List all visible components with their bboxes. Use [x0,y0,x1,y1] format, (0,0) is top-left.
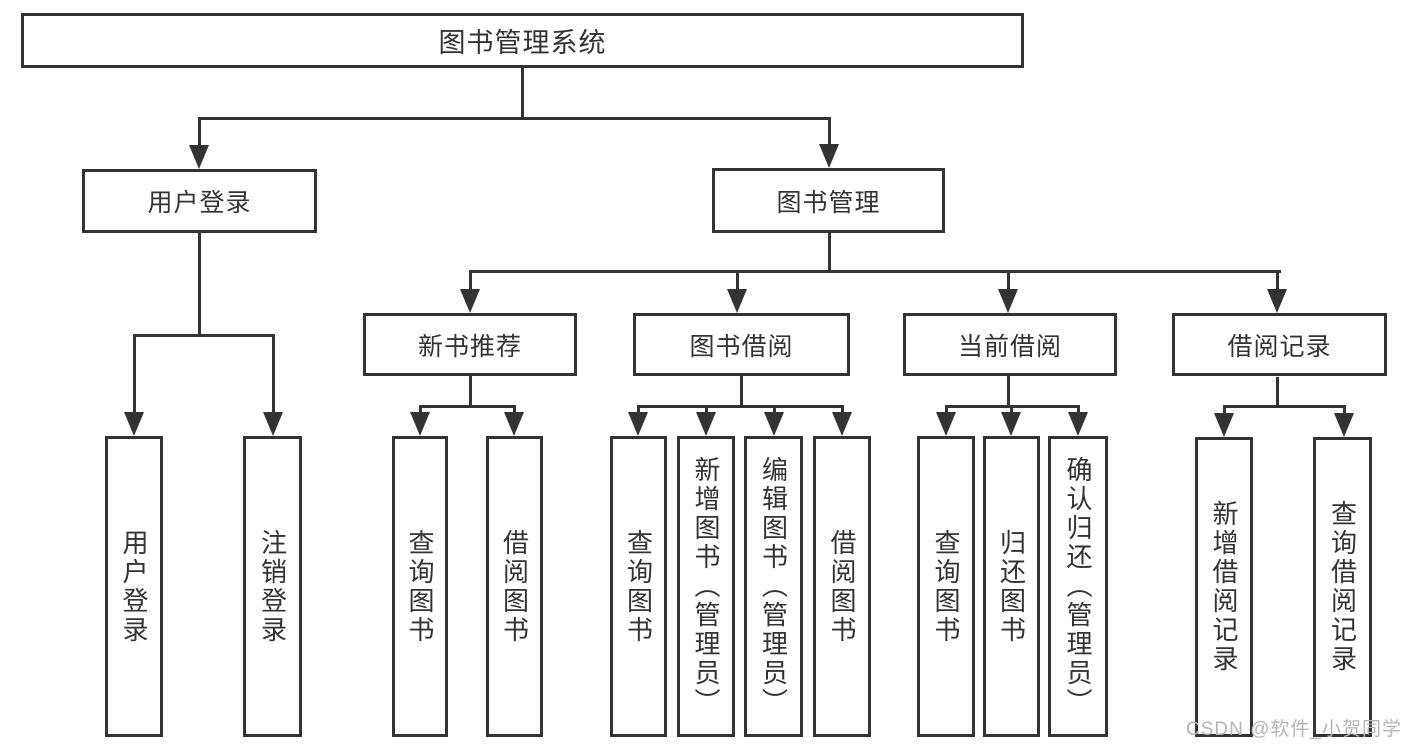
node-leaf-return-books: 归还图书 [983,436,1040,737]
arrow-stem [1222,407,1226,415]
arrow-down-icon [1214,413,1234,437]
node-leaf-borrow-books-2: 借阅图书 [813,436,871,737]
arrow-down-icon [263,412,283,436]
node-leaf-query-borrow-record: 查询借阅记录 [1313,437,1372,737]
arrow-down-icon [819,144,839,168]
node-new-book-recommend: 新书推荐 [363,313,577,376]
node-leaf-edit-books-admin: 编辑图书（管理员） [744,436,803,737]
node-current-borrowing: 当前借阅 [903,313,1117,376]
arrow-down-icon [410,412,430,436]
arrow-down-icon [696,412,716,436]
arrow-stem [772,407,776,414]
node-leaf-confirm-return: 确认归还（管理员） [1048,436,1108,737]
arrow-down-icon [1267,289,1287,313]
arrow-down-icon [189,145,209,169]
arrow-stem [840,407,844,414]
node-leaf-user-login: 用户登录 [105,436,163,737]
arrow-down-icon [460,289,480,313]
connector-line [739,376,743,407]
node-leaf-borrow-books-1: 借阅图书 [486,436,543,737]
connector-line [1275,377,1279,407]
arrow-down-icon [832,412,852,436]
arrow-down-icon [1068,412,1088,436]
connector-line [418,405,516,408]
arrow-down-icon [628,412,648,436]
node-leaf-add-books-admin: 新增图书（管理员） [677,436,735,737]
arrow-down-icon [936,412,956,436]
arrow-stem [1076,407,1080,414]
arrow-stem [1342,407,1346,415]
arrow-down-icon [1001,412,1021,436]
arrow-stem [512,407,516,414]
connector-line [197,117,831,120]
connector-line [944,405,1080,408]
node-borrowing-records: 借阅记录 [1172,313,1387,376]
node-leaf-query-books-3: 查询图书 [917,436,975,737]
arrow-stem [1275,272,1279,291]
arrow-stem [944,407,948,414]
arrow-down-icon [764,412,784,436]
arrow-stem [418,407,422,414]
arrow-stem [735,272,739,291]
connector-line [1222,405,1346,408]
connector-line [468,376,472,407]
arrow-down-icon [1334,413,1354,437]
connector-line [1006,376,1010,407]
arrow-stem [636,407,640,414]
node-leaf-logout: 注销登录 [243,436,302,737]
arrow-stem [468,272,472,291]
node-leaf-query-books-2: 查询图书 [610,436,667,737]
arrow-down-icon [727,289,747,313]
arrow-stem [271,336,275,414]
node-book-management: 图书管理 [712,168,945,233]
arrow-down-icon [998,289,1018,313]
connector-line [636,405,844,408]
connector-line [468,270,1281,273]
arrow-stem [197,119,201,147]
connector-line [827,233,831,272]
arrow-stem [1009,407,1013,414]
node-leaf-query-books-1: 查询图书 [392,436,448,737]
arrow-stem [1006,272,1010,291]
node-leaf-add-borrow-record: 新增借阅记录 [1195,437,1253,737]
arrow-down-icon [504,412,524,436]
arrow-stem [827,119,831,146]
arrow-down-icon [124,412,144,436]
watermark: CSDN @软件_小贺同学 [1186,719,1402,740]
arrow-stem [132,336,136,414]
connector-line [197,233,201,336]
arrow-stem [704,407,708,414]
connector-line [520,68,524,119]
node-library-system: 图书管理系统 [21,13,1024,68]
connector-line [132,334,275,337]
node-book-borrowing: 图书借阅 [633,313,850,376]
node-user-login: 用户登录 [82,169,317,233]
